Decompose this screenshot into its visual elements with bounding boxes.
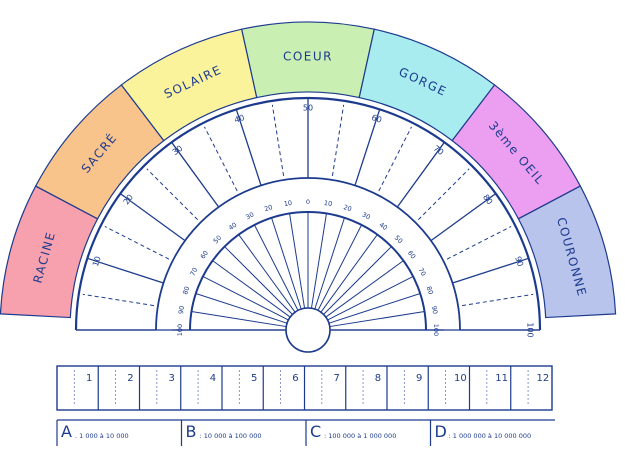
middle-dial-subtick: [82, 293, 154, 307]
box-number: 7: [333, 373, 339, 384]
legend-range: . 1 000 à 10 000: [75, 432, 129, 440]
middle-dial-subtick: [417, 168, 470, 221]
inner-dial-ray: [224, 246, 296, 318]
box-number: 12: [537, 373, 550, 384]
inner-dial-ray: [324, 293, 421, 325]
chakra-segment: [517, 185, 617, 319]
middle-dial-subtick: [446, 226, 512, 260]
box-number: 3: [168, 373, 174, 384]
inner-dial-label: 50: [393, 234, 405, 246]
box-number: 2: [127, 373, 133, 384]
inner-dial-label: 100: [432, 324, 440, 336]
middle-dial-tick: [119, 193, 186, 242]
legend-range: : 1 000 000 à 10 000 000: [449, 432, 532, 440]
chakra-label: COEUR: [283, 50, 333, 64]
legend-range: : 100 000 à 1 000 000: [324, 432, 396, 440]
inner-dial-label: 0: [306, 198, 310, 206]
middle-dial-label: 60: [370, 113, 382, 125]
middle-dial-subtick: [271, 104, 285, 176]
inner-dial-label: 20: [342, 203, 352, 213]
inner-dial-label: 30: [361, 211, 372, 222]
middle-dial-tick: [430, 193, 497, 242]
pivot-circle-top: [285, 307, 331, 331]
middle-dial-tick: [354, 109, 381, 186]
middle-dial-subtick: [331, 104, 345, 176]
inner-dial-label: 70: [189, 266, 200, 277]
inner-dial-ray: [195, 293, 292, 325]
middle-dial-tick: [87, 257, 164, 284]
pivot-circle: [285, 329, 331, 353]
inner-dial-ray: [313, 217, 345, 314]
middle-dial-tick: [396, 141, 445, 208]
inner-dial-ray: [310, 213, 327, 313]
box-number: 6: [292, 373, 298, 384]
middle-dial-tick: [452, 257, 529, 284]
inner-dial-ray: [323, 275, 414, 323]
middle-dial-label: 10: [91, 255, 103, 267]
inner-dial-ray: [212, 260, 294, 320]
inner-dial-ray: [322, 260, 404, 320]
inner-dial-label: 10: [283, 199, 292, 208]
inner-dial-label: 70: [417, 266, 428, 277]
middle-dial-subtick: [462, 293, 534, 307]
inner-dial-ray: [289, 213, 306, 313]
inner-dial-label: 40: [378, 221, 389, 232]
middle-dial-subtick: [204, 126, 238, 192]
inner-dial-label: 100: [176, 324, 184, 336]
middle-dial-subtick: [378, 126, 412, 192]
inner-dial-ray: [271, 217, 303, 314]
legend-letter: C: [310, 422, 321, 441]
inner-dial-label: 30: [244, 211, 255, 222]
inner-dial-ray: [318, 234, 378, 316]
middle-dial-label: 90: [513, 255, 525, 267]
box-number: 11: [495, 373, 508, 384]
box-number: 5: [251, 373, 257, 384]
legend-letter: B: [186, 422, 197, 441]
middle-dial-tick: [171, 141, 220, 208]
inner-dial-label: 80: [181, 285, 191, 295]
box-number: 9: [416, 373, 422, 384]
inner-dial-label: 60: [199, 249, 210, 260]
middle-dial-label: 100: [526, 322, 535, 337]
legend-letter: A: [61, 422, 72, 441]
inner-dial-label: 20: [263, 203, 273, 213]
box-number: 8: [375, 373, 381, 384]
legend-range: : 10 000 à 100 000: [200, 432, 262, 440]
inner-dial-label: 40: [227, 221, 238, 232]
inner-dial-label: 80: [425, 285, 435, 295]
inner-dial-label: 90: [177, 305, 186, 314]
inner-dial-label: 90: [430, 305, 439, 314]
box-number: 10: [454, 373, 467, 384]
inner-dial-ray: [315, 224, 363, 315]
box-number: 4: [210, 373, 216, 384]
middle-dial-subtick: [146, 168, 199, 221]
inner-dial-ray: [238, 234, 298, 316]
middle-dial-label: 50: [303, 104, 313, 113]
inner-dial-ray: [325, 311, 425, 328]
inner-dial-label: 10: [323, 199, 332, 208]
middle-dial-subtick: [104, 226, 170, 260]
inner-dial-label: 60: [406, 249, 417, 260]
middle-dial-tick: [235, 109, 262, 186]
legend-letter: D: [435, 422, 447, 441]
inner-dial-ray: [191, 311, 291, 328]
middle-dial-inner-arc: [155, 177, 461, 331]
box-number: 1: [86, 373, 92, 384]
inner-dial-ray: [253, 224, 301, 315]
inner-dial-ray: [320, 246, 392, 318]
middle-dial-label: 40: [233, 113, 245, 125]
inner-dial-ray: [202, 275, 293, 323]
inner-dial-label: 50: [212, 234, 224, 246]
